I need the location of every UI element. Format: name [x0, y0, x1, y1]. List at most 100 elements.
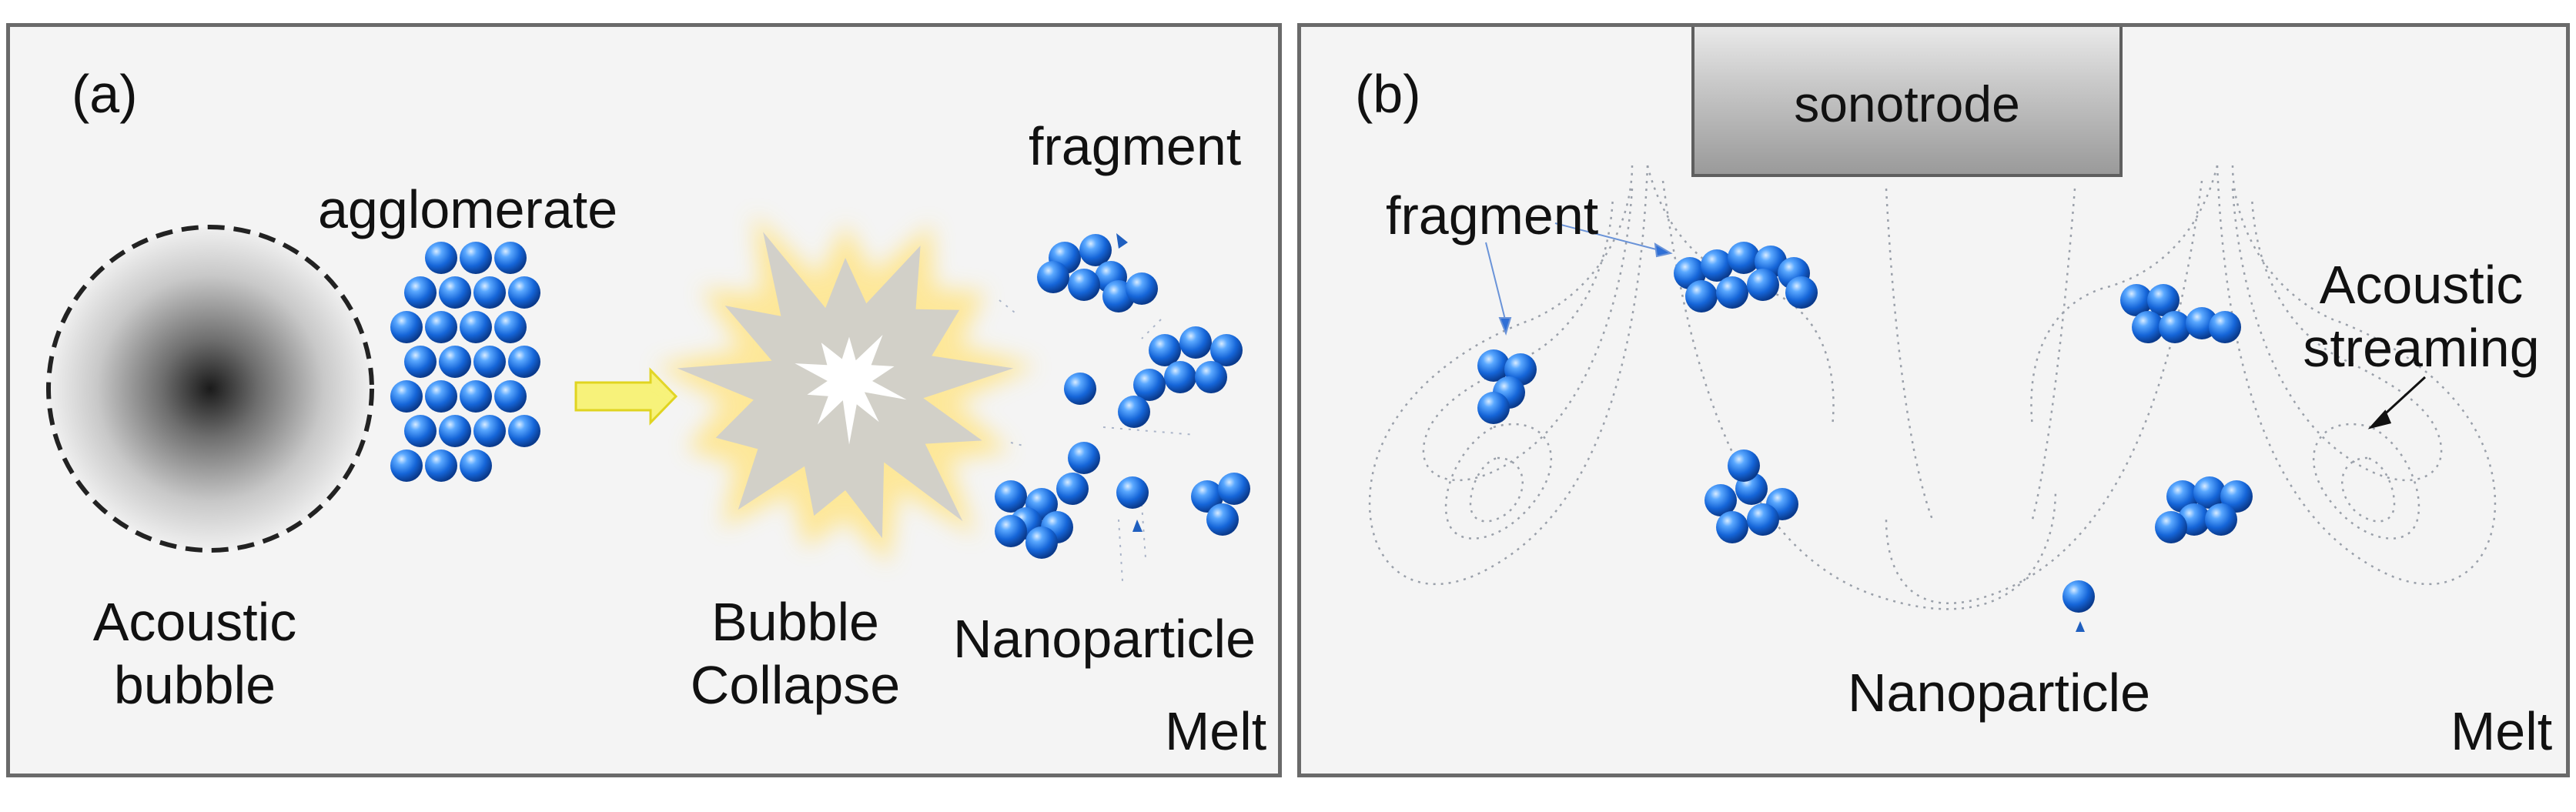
transition-arrow-icon [574, 367, 678, 426]
agglomerate-particle [425, 449, 457, 482]
fragment-particle [2147, 284, 2180, 316]
agglomerate-particle [473, 276, 506, 309]
fragment-particle [1195, 361, 1227, 393]
nanoparticle-pointer-b [2076, 621, 2085, 632]
fragment-particle [1037, 261, 1069, 293]
fragment-particle [1747, 503, 1779, 536]
fragment-particle [1056, 473, 1089, 505]
melt-label-b: Melt [2451, 701, 2553, 761]
nanoparticle [2062, 580, 2095, 613]
fragment-particle [1126, 272, 1158, 305]
particles-b [1477, 242, 2253, 613]
fragment-particle [1785, 276, 1818, 309]
agglomerate-particle [404, 415, 437, 447]
fragment-particle [1133, 369, 1166, 401]
fragment-particle [1025, 526, 1058, 559]
acoustic-bubble-label-line1: Acoustic [92, 592, 297, 652]
agglomerate-particle [439, 415, 471, 447]
agglomerate-particle [460, 311, 492, 343]
agglomerate-particle [460, 449, 492, 482]
dispersion-lines [999, 299, 1196, 582]
acoustic-bubble [46, 225, 374, 553]
agglomerate-particle [460, 380, 492, 413]
sonotrode: sonotrode [1691, 27, 2123, 177]
fragment-particle [995, 480, 1027, 513]
fragment-particle [1164, 361, 1196, 393]
agglomerate-particle [425, 311, 457, 343]
bubble-collapse-burst [654, 214, 1036, 565]
bubble-collapse-label-line1: Bubble [711, 592, 879, 652]
agglomerate-particle [494, 311, 527, 343]
acoustic-streaming-label: Acoustic streaming [2283, 258, 2560, 375]
fragment-particle [2120, 284, 2153, 316]
fragment-particle [2159, 311, 2191, 343]
fragment-particle [2209, 311, 2241, 343]
agglomerate-particle [473, 415, 506, 447]
fragment-particle [2205, 503, 2237, 536]
fragment-particle [1149, 334, 1181, 366]
acoustic-streaming-label-line2: streaming [2303, 318, 2540, 378]
agglomerate-particle [494, 242, 527, 274]
agglomerate-particle [494, 380, 527, 413]
fragment-label-a: fragment [1029, 116, 1242, 176]
fragment-particle [1728, 449, 1760, 482]
fragment-particle [1179, 326, 1212, 359]
nanoparticle-label-b: Nanoparticle [1848, 663, 2150, 723]
fragment-particle [1685, 280, 1718, 312]
agglomerate-label: agglomerate [318, 179, 618, 239]
agglomerate-particle [390, 380, 423, 413]
fragment-particle [1206, 503, 1239, 536]
agglomerate-particle [390, 449, 423, 482]
fragment-particle [2155, 511, 2187, 543]
pointer-arrows-a [1116, 233, 1142, 532]
fragment-particle [1191, 480, 1223, 513]
panel-a-tag: (a) [72, 64, 138, 124]
acoustic-bubble-label-line2: bubble [113, 655, 276, 715]
agglomerate-particle [425, 242, 457, 274]
panel-b: sonotrode (b) fragment Acoustic streamin… [1297, 23, 2570, 777]
fragment-particle [995, 515, 1027, 547]
fragment-particle [1747, 269, 1779, 301]
nanoparticle [1116, 476, 1149, 509]
agglomerate-particle [508, 276, 540, 309]
panel-b-drawing [1368, 165, 2497, 632]
fragment-particle [1705, 484, 1737, 516]
panel-a-drawing [46, 214, 1250, 582]
acoustic-streaming-label-line1: Acoustic [2319, 255, 2524, 315]
fragment-particle [2220, 480, 2253, 513]
fragment-particle [1477, 392, 1510, 424]
fragment-particle [1477, 349, 1510, 382]
fragment-particle [1118, 396, 1150, 428]
melt-label-a: Melt [1165, 701, 1267, 761]
agglomerate-particle [473, 346, 506, 378]
agglomerate-particle [439, 346, 471, 378]
agglomerate-particle [439, 276, 471, 309]
fragment-particle [1218, 473, 1250, 505]
agglomerate-particle [425, 380, 457, 413]
fragment-pointer-lines [1485, 222, 1673, 336]
fragment-particle [1728, 242, 1760, 274]
fragment-label-b: fragment [1386, 185, 1599, 246]
fragment-particle [2193, 476, 2226, 509]
bubble-collapse-label-line2: Collapse [690, 655, 901, 715]
fragment-particle [1068, 442, 1100, 474]
nanoparticle [1064, 373, 1096, 405]
acoustic-bubble-label: Acoustic bubble [72, 595, 318, 712]
bubble-collapse-label: Bubble Collapse [668, 595, 922, 712]
agglomerate-particle [460, 242, 492, 274]
sonotrode-label: sonotrode [1794, 75, 2020, 132]
agglomerate-particle [404, 346, 437, 378]
agglomerate-particle [404, 276, 437, 309]
agglomerate-particle [390, 311, 423, 343]
fragment-particle [1716, 511, 1748, 543]
fragment-particle [1716, 276, 1748, 309]
agglomerate-particle [508, 415, 540, 447]
fragment-particle [2132, 311, 2164, 343]
streaming-pointer-arrow [2367, 376, 2427, 429]
nanoparticle-label-a: Nanoparticle [953, 609, 1256, 669]
fragment-particle [1701, 249, 1733, 282]
particles-a [390, 234, 1250, 559]
panel-a: (a) agglomerate fragment Acoustic bubble… [6, 23, 1282, 777]
agglomerate-particle [508, 346, 540, 378]
fragment-particle [1210, 334, 1243, 366]
